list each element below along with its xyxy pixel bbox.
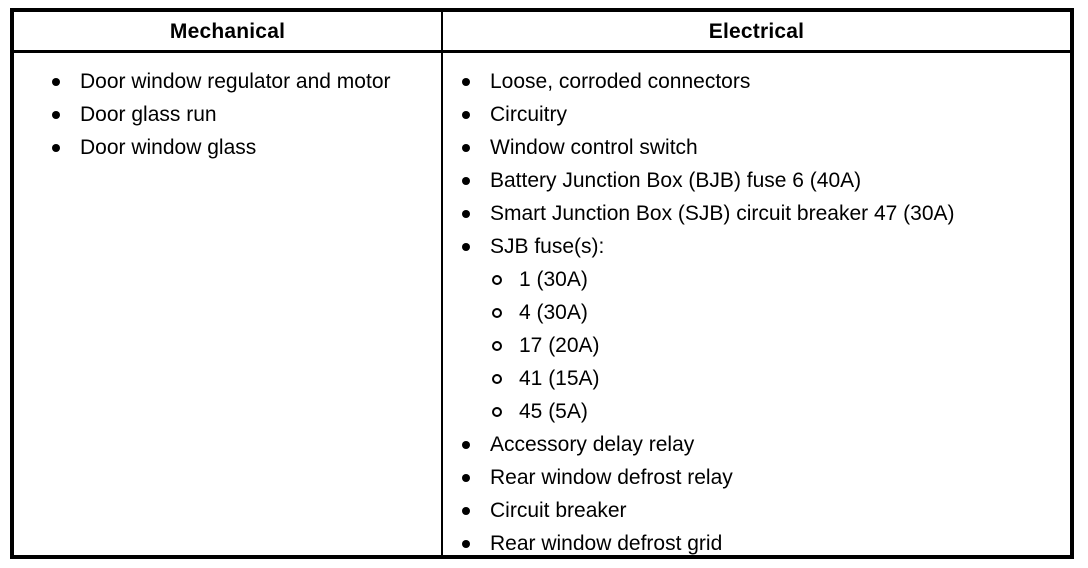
filled-bullet-icon [462,209,470,218]
filled-bullet-icon [52,77,60,86]
table-header-cell-electrical: Electrical [443,12,1070,50]
sub-list-item-label: 45 (5A) [519,400,588,423]
list-item-label: Window control switch [490,136,698,159]
list-item: Rear window defrost relay [452,461,1070,494]
sub-list-item: 1 (30A) [490,263,1070,296]
list-item-label: Circuit breaker [490,499,627,522]
list-item-label: Smart Junction Box (SJB) circuit breaker… [490,202,955,225]
hollow-circle-icon [492,307,502,318]
list-item-label: Accessory delay relay [490,433,695,456]
list-item-label: Circuitry [490,103,567,126]
table-header-row: Mechanical Electrical [14,12,1070,53]
filled-bullet-icon [462,506,470,515]
list-item: Door window glass [42,131,441,164]
hollow-circle-icon [492,340,502,351]
sub-list-item: 41 (15A) [490,362,1070,395]
filled-bullet-icon [462,143,470,152]
comparison-table: Mechanical Electrical Door window regula… [10,8,1074,559]
list-item-label: Battery Junction Box (BJB) fuse 6 (40A) [490,169,862,192]
list-item-label: Door glass run [80,103,217,126]
filled-bullet-icon [462,77,470,86]
list-item: Smart Junction Box (SJB) circuit breaker… [452,197,1070,230]
filled-bullet-icon [462,473,470,482]
sub-list-item-label: 4 (30A) [519,301,588,324]
list-item: Circuit breaker [452,494,1070,527]
list-item: Window control switch [452,131,1070,164]
list-item: Accessory delay relay [452,428,1070,461]
list-item: SJB fuse(s): [452,230,1070,263]
list-item-label: Door window regulator and motor [80,70,391,93]
list-item: Rear window defrost grid [452,527,1070,560]
filled-bullet-icon [462,539,470,548]
table-header-cell-mechanical: Mechanical [14,12,443,50]
filled-bullet-icon [462,242,470,251]
list-item-label: Rear window defrost relay [490,466,733,489]
hollow-circle-icon [492,406,502,417]
list-item-label: Rear window defrost grid [490,532,723,555]
filled-bullet-icon [52,143,60,152]
sub-list-item: 4 (30A) [490,296,1070,329]
list-item: Battery Junction Box (BJB) fuse 6 (40A) [452,164,1070,197]
hollow-circle-icon [492,274,502,285]
list-item: Door window regulator and motor [42,65,441,98]
sub-list-item: 17 (20A) [490,329,1070,362]
column-header-electrical: Electrical [708,19,805,43]
list-item-label: SJB fuse(s): [490,235,605,258]
list-item-label: Door window glass [80,136,257,159]
sub-list-item: 45 (5A) [490,395,1070,428]
hollow-circle-icon [492,373,502,384]
sub-list-item-label: 17 (20A) [519,334,600,357]
list-item: Loose, corroded connectors [452,65,1070,98]
list-item: Door glass run [42,98,441,131]
column-header-mechanical: Mechanical [169,19,286,43]
sub-list-item-label: 1 (30A) [519,268,588,291]
list-item-label: Loose, corroded connectors [490,70,751,93]
sub-list-item-label: 41 (15A) [519,367,600,390]
filled-bullet-icon [462,176,470,185]
list-item: Circuitry [452,98,1070,131]
filled-bullet-icon [52,110,60,119]
filled-bullet-icon [462,110,470,119]
filled-bullet-icon [462,440,470,449]
